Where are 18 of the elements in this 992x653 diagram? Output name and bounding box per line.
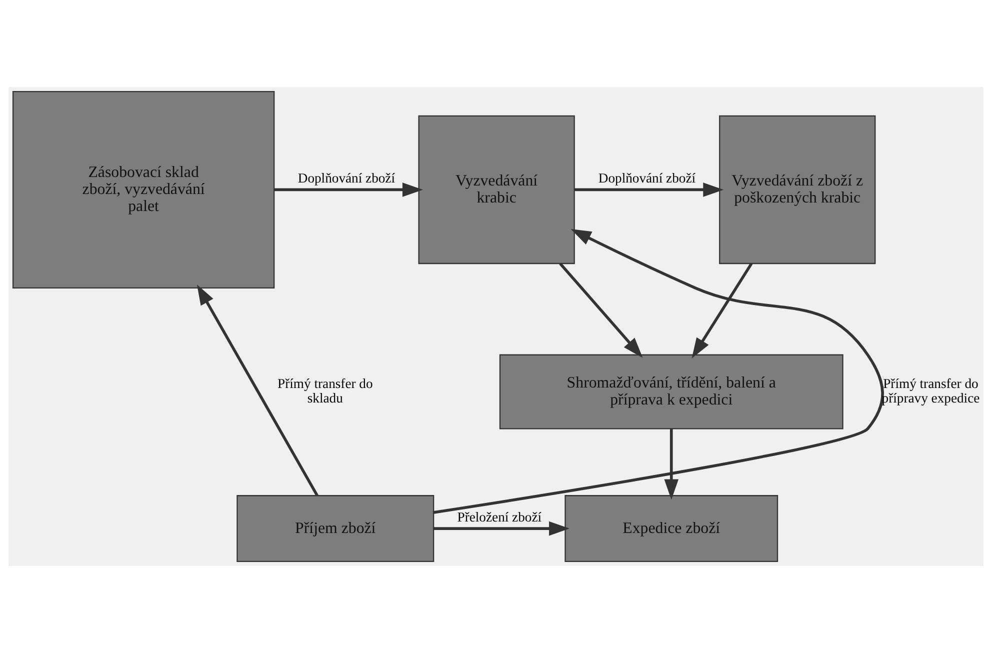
- arrow: [434, 521, 570, 536]
- node-box: Vyzvedávání zboží z poškozených krabic: [719, 115, 876, 264]
- arrow: [274, 182, 423, 197]
- node-box: Vyzvedávání krabic: [418, 115, 575, 264]
- edge-label: Přeložení zboží: [457, 509, 542, 524]
- edge-label: Doplňování zboží: [298, 170, 396, 186]
- arrow: [559, 262, 643, 358]
- edge-label: Přímý transfer do skladu: [278, 376, 373, 406]
- arrow: [664, 428, 679, 500]
- edge-label: Doplňování zboží: [598, 170, 696, 186]
- node-box: Expedice zboží: [564, 495, 778, 562]
- arrow: [574, 182, 724, 197]
- arrow: [692, 262, 753, 358]
- arrow: [434, 228, 884, 514]
- node-box: Zásobovací sklad zboží, vyzvedávání palet: [12, 90, 275, 288]
- node-box: Shromažďování, třídění, balení a příprava k expedici: [499, 354, 844, 430]
- node-box: Příjem zboží: [236, 495, 434, 562]
- arrow: [196, 284, 318, 496]
